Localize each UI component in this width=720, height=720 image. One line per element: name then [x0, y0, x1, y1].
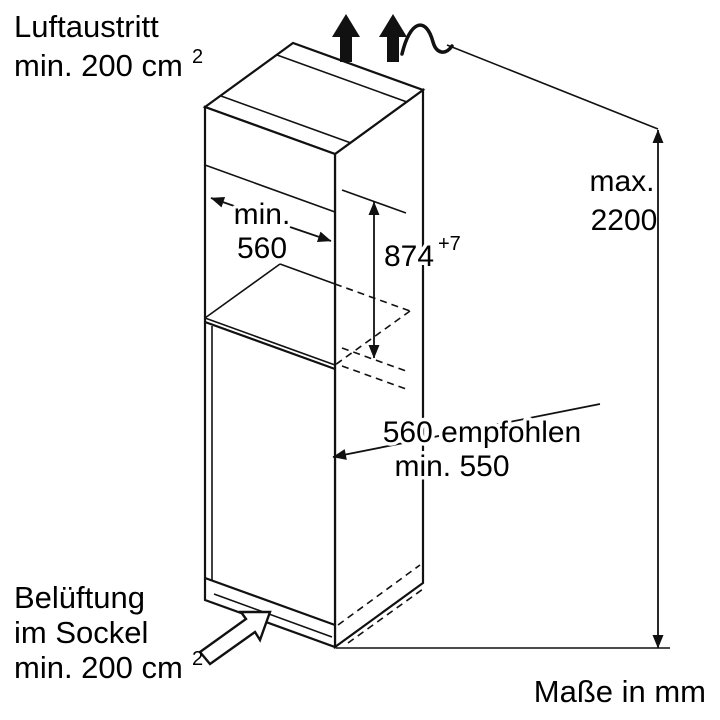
air-flow-icon	[400, 23, 454, 56]
top-front-rail-edge	[220, 95, 352, 144]
top-vent-slot	[276, 54, 408, 103]
air-outlet-arrows	[332, 14, 454, 62]
niche-width-arrow-left	[210, 197, 241, 209]
base-vent-open-arrow-icon	[198, 610, 272, 666]
base-vent-label-line1: Belüftung	[14, 580, 145, 615]
niche-height-tolerance: +7	[438, 233, 461, 255]
max-height-label-line1: max.	[589, 165, 654, 198]
niche-floor-back-edge	[279, 263, 336, 285]
depth-label-line1: 560 empfohlen	[383, 416, 582, 449]
niche-ceiling-edge	[204, 164, 336, 213]
air-outlet-label-line2: min. 200 cm	[14, 48, 183, 83]
dimension-depth: 560 empfohlen min. 550	[332, 403, 601, 487]
door-bottom-edge	[204, 576, 336, 627]
niche-floor-front-edge	[204, 317, 336, 366]
niche-height-value: 874	[384, 240, 434, 273]
door-panel	[204, 320, 336, 627]
dimension-niche-width: min. 560	[210, 195, 332, 269]
base-vent-label-line3: min. 200 cm	[14, 650, 183, 685]
plinth-recess-edge	[213, 593, 333, 638]
max-height-label-line2: 2200	[591, 204, 658, 237]
niche-floor-right-edge-hidden	[334, 310, 411, 366]
base-vent-label-line2: im Sockel	[14, 615, 148, 650]
cabinet-outline	[202, 41, 426, 650]
base-vent-arrow	[198, 610, 272, 666]
max-height-top-extension	[446, 44, 659, 130]
base-plinth	[213, 564, 670, 649]
base-vent-label-sup: 2	[192, 648, 203, 670]
text-labels: Luftaustritt min. 200 cm 2 Belüftung im …	[14, 9, 706, 709]
dimension-max-height: max. 2200	[446, 44, 664, 649]
air-up-arrow-icon	[332, 14, 360, 62]
plinth-hidden-edge-1	[337, 564, 421, 626]
plinth-hidden-edge-2	[347, 588, 424, 644]
depth-label-line2: min. 550	[394, 450, 509, 483]
depth-leader-line	[332, 403, 601, 460]
niche-floor-left-edge	[204, 263, 281, 319]
air-outlet-label-sup: 2	[192, 46, 203, 68]
units-note: Maße in mm	[534, 674, 706, 709]
niche-width-label-line1: min.	[234, 198, 291, 231]
niche-width-arrow-right	[289, 226, 332, 243]
door-top-edge	[204, 320, 336, 371]
air-outlet-label-line1: Luftaustritt	[14, 9, 159, 44]
dimension-niche-height: 874 +7	[341, 189, 464, 390]
niche-floor	[204, 263, 411, 366]
air-up-arrow-icon	[379, 14, 407, 62]
cabinet-front-face	[203, 105, 337, 649]
niche-width-label-line2: 560	[237, 232, 287, 265]
